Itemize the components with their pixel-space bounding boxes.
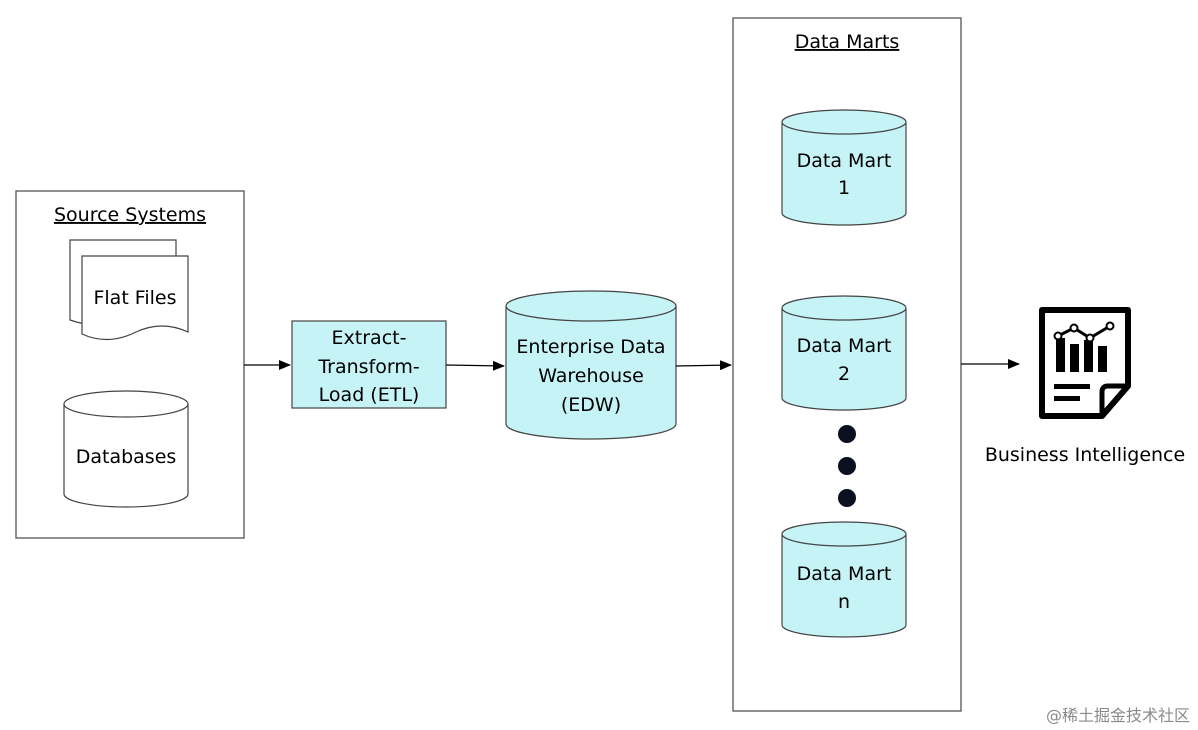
databases-label: Databases [76, 446, 177, 468]
business-intelligence-label: Business Intelligence [985, 444, 1185, 466]
source-systems-group: Source Systems Flat Files Databases [15, 190, 245, 539]
databases-cylinder [63, 390, 189, 508]
edw-cylinder: Enterprise Data Warehouse (EDW) [505, 290, 677, 440]
edw-label-line1: Enterprise Data [516, 336, 665, 358]
data-mart-n-cylinder: Data Mart n [781, 521, 907, 638]
data-mart-n-line2: n [838, 591, 850, 613]
ellipsis-dot-2 [838, 457, 856, 475]
report-chart-icon [1039, 307, 1131, 419]
watermark: @稀土掘金技术社区 [1045, 706, 1190, 725]
data-mart-2-line1: Data Mart [797, 335, 892, 357]
etl-label-line2: Transform- [317, 356, 419, 378]
etl-label-line3: Load (ETL) [319, 384, 420, 406]
data-marts-group: Data Marts Data Mart 1 Data Mart 2 Data … [732, 17, 962, 712]
data-mart-1-cylinder: Data Mart 1 [781, 109, 907, 226]
data-mart-1-line1: Data Mart [797, 150, 892, 172]
etl-box [291, 320, 447, 409]
arrow-etl-to-edw [445, 360, 505, 371]
edw-label-line3: (EDW) [561, 394, 621, 416]
source-systems-title: Source Systems [54, 204, 206, 226]
data-mart-1-line2: 1 [838, 177, 850, 199]
ellipsis-dot-3 [838, 489, 856, 507]
data-marts-title: Data Marts [795, 31, 900, 53]
flat-files-icon [69, 239, 189, 341]
data-mart-2-line2: 2 [838, 363, 850, 385]
data-mart-2-cylinder: Data Mart 2 [781, 295, 907, 411]
arrow-edw-to-data-marts [675, 360, 732, 371]
data-mart-n-line1: Data Mart [797, 563, 892, 585]
ellipsis-dot-1 [838, 425, 856, 443]
flat-files-label: Flat Files [93, 287, 176, 309]
etl-process: Extract- Transform- Load (ETL) [291, 320, 447, 409]
etl-label-line1: Extract- [332, 327, 407, 349]
edw-label-line2: Warehouse [538, 365, 644, 387]
